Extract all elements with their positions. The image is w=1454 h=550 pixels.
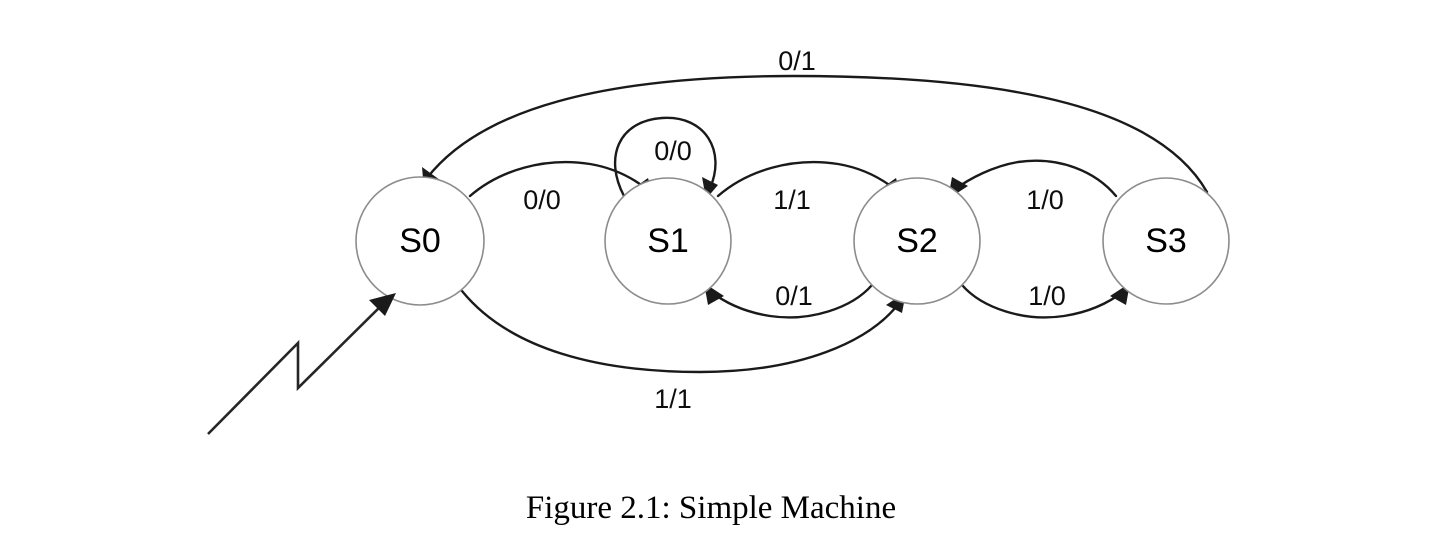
edge-path-S0-S2 [460, 289, 902, 374]
edge-label-S3-S0: 0/1 [778, 46, 816, 76]
edge-label-S2-S3: 1/0 [1028, 281, 1066, 311]
edge-label-S2-S1: 0/1 [775, 281, 813, 311]
transition-S0-to-S2 [460, 289, 906, 374]
edge-path-S3-S0 [425, 74, 1209, 194]
state-circle-S3[interactable] [1102, 177, 1230, 305]
edge-label-S0-S2: 1/1 [654, 384, 692, 414]
state-node-S1[interactable]: S1 [604, 177, 732, 305]
state-node-S0[interactable]: S0 [355, 176, 485, 306]
state-label-S2: S2 [896, 222, 938, 260]
state-circle-S2[interactable] [853, 177, 981, 305]
state-label-S3: S3 [1145, 222, 1187, 260]
edge-path-S0-S1 [468, 160, 650, 198]
start-arrow [207, 293, 396, 435]
edge-path-S1-self [613, 116, 717, 198]
state-node-S3[interactable]: S3 [1102, 177, 1230, 305]
edge-path-S2-S3 [960, 283, 1126, 319]
edge-label-S1-S2: 1/1 [773, 185, 811, 215]
edge-label-S3-S2: 1/0 [1026, 185, 1064, 215]
start-arrow-zigzag [207, 301, 386, 435]
start-arrow-head [369, 293, 396, 316]
state-label-S1: S1 [647, 222, 689, 260]
edge-path-S3-S2 [952, 159, 1118, 198]
state-label-S0: S0 [399, 222, 441, 260]
state-circle-S0[interactable] [355, 176, 485, 306]
edge-path-S2-S1 [708, 283, 874, 319]
edge-label-S1-self: 0/0 [654, 136, 692, 166]
figure-caption: Figure 2.1: Simple Machine [526, 490, 896, 526]
edge-path-S1-S2 [716, 160, 898, 198]
state-node-S2[interactable]: S2 [853, 177, 981, 305]
edge-label-S0-S1: 0/0 [523, 185, 561, 215]
state-circle-S1[interactable] [604, 177, 732, 305]
